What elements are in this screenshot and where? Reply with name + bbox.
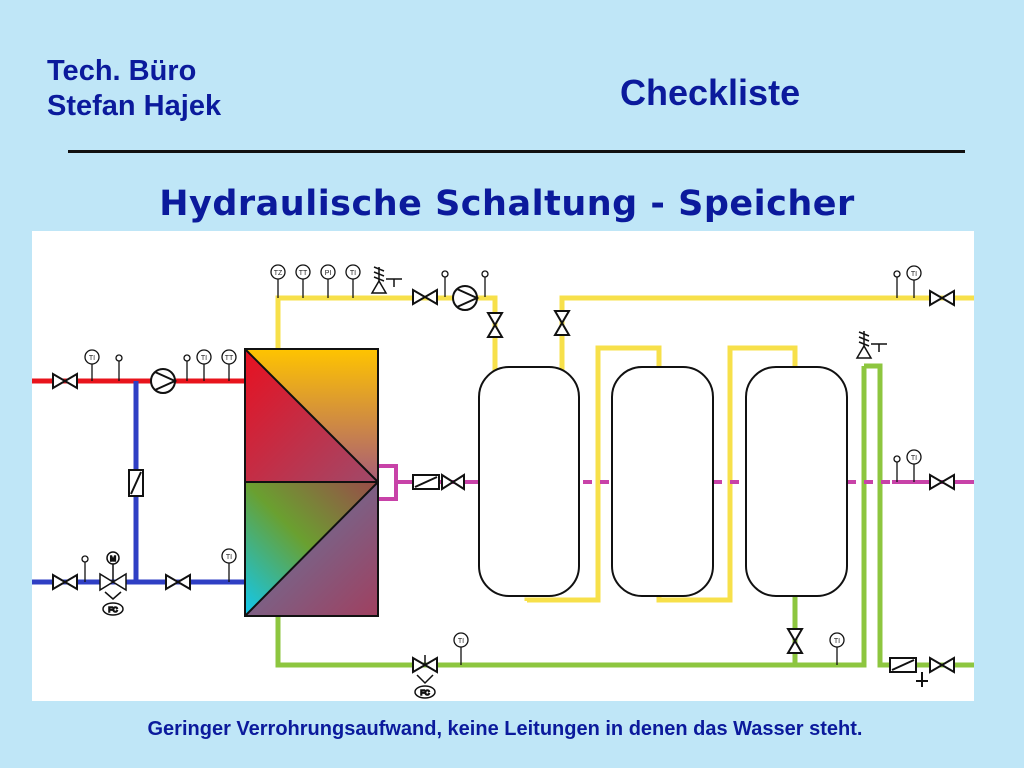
valve-top-right xyxy=(929,289,955,307)
slide-heading: Hydraulische Schaltung - Speicher xyxy=(159,184,855,224)
storage-tank-1 xyxy=(478,366,580,597)
valve-mid-right xyxy=(929,473,955,491)
valve-top-pump xyxy=(412,288,438,306)
instr-ti-left-2: TI xyxy=(201,355,207,362)
instr-ti-mid-right: TI xyxy=(911,455,917,462)
storage-tank-3 xyxy=(745,366,848,597)
storage-tank-2 xyxy=(611,366,714,597)
company-name: Tech. Büro Stefan Hajek xyxy=(47,54,221,124)
safety-valve-right xyxy=(855,331,887,359)
instr-ti-top-right: TI xyxy=(911,271,917,278)
valve-circulation xyxy=(441,473,465,491)
motor-label: M xyxy=(110,556,116,563)
instr-tt-top: TT xyxy=(299,270,308,277)
hydraulic-diagram: M FC FC TZ TT xyxy=(32,231,974,701)
valve-vertical-1 xyxy=(486,312,504,338)
slide-caption: Geringer Verrohrungsaufwand, keine Leitu… xyxy=(147,718,863,740)
header-divider xyxy=(68,150,965,153)
valve-left-cold xyxy=(52,573,78,591)
pump-left xyxy=(150,368,178,394)
diagram-canvas: M FC FC TZ TT xyxy=(32,264,974,699)
valve-bottom-green xyxy=(412,656,438,674)
valve-bottom-right xyxy=(929,656,955,674)
instr-tz: TZ xyxy=(274,270,283,277)
instr-ti-mid-left: TI xyxy=(226,554,232,561)
safety-valves xyxy=(370,266,887,359)
storage-tanks xyxy=(478,366,848,597)
instr-ti-bottom-2: TI xyxy=(834,638,840,645)
check-valves xyxy=(128,469,917,673)
company-line-1: Tech. Büro xyxy=(47,55,197,87)
instruments: TZ TT PI TI TI TI TI TT TI TI TI xyxy=(81,264,922,665)
document-title: Checkliste xyxy=(620,72,801,113)
heat-exchanger xyxy=(244,348,379,617)
control-valve-left: M FC xyxy=(99,551,127,616)
instr-pi: PI xyxy=(325,270,332,277)
instr-ti-bottom-1: TI xyxy=(458,638,464,645)
drain xyxy=(916,672,928,687)
pumps xyxy=(150,285,480,394)
instr-ti-top: TI xyxy=(350,270,356,277)
instr-ti-left-1: TI xyxy=(89,355,95,362)
valve-cold-mid xyxy=(165,573,191,591)
valve-vertical-2 xyxy=(553,310,571,336)
control-valve-bottom: FC xyxy=(414,655,436,699)
valves xyxy=(52,288,955,674)
safety-valve-top xyxy=(370,266,402,294)
pump-top xyxy=(452,285,480,311)
valve-vertical-3 xyxy=(786,628,804,654)
company-line-2: Stefan Hajek xyxy=(47,90,222,122)
fc-label-2: FC xyxy=(420,690,429,697)
instr-tt-left: TT xyxy=(225,355,234,362)
fc-label-1: FC xyxy=(108,607,117,614)
valve-left-hot xyxy=(52,372,78,390)
